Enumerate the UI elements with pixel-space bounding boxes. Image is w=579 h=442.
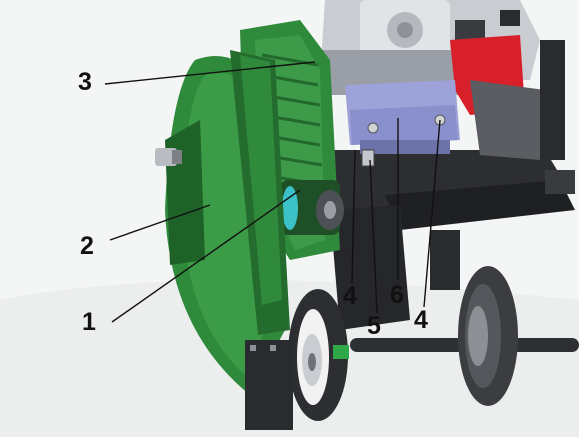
chassis-frame: [330, 150, 575, 330]
callout-1: 1: [82, 308, 96, 336]
leader-line-3: [104, 61, 316, 85]
leader-lines: [104, 61, 441, 323]
callout-6: 6: [390, 281, 404, 309]
callout-3: 3: [78, 68, 92, 96]
guard-knob: [155, 148, 182, 166]
pulley-hub: [280, 180, 344, 235]
rear-wheel: [458, 266, 518, 406]
front-wheel: [288, 289, 349, 421]
leader-line-1: [111, 189, 301, 323]
callout-2: 2: [80, 232, 94, 260]
red-component: [450, 35, 565, 160]
blade-guard: [165, 50, 290, 395]
callout-4-right: 4: [414, 306, 428, 334]
callout-4-left: 4: [343, 282, 357, 310]
leader-line-4-left: [351, 149, 356, 284]
callout-5: 5: [367, 312, 381, 340]
leader-line-5: [369, 159, 378, 314]
leader-line-2: [109, 204, 211, 241]
leader-line-4-right: [423, 119, 441, 308]
wheel-bracket: [245, 340, 293, 430]
